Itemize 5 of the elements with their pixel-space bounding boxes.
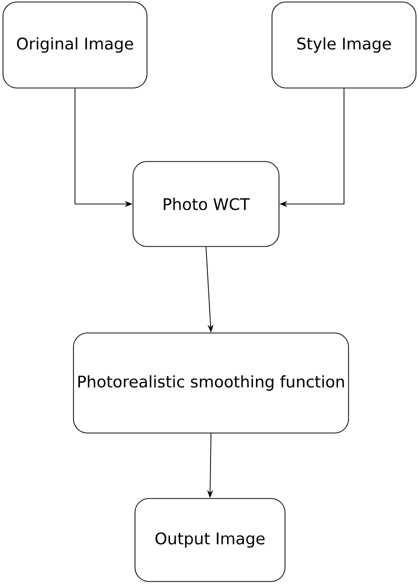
- process-box: Style Image: [272, 2, 416, 88]
- process-box: Original Image: [2, 2, 148, 88]
- process-box: Output Image: [134, 498, 286, 582]
- process-box: Photo WCT: [132, 161, 280, 247]
- process-box: Photorealistic smoothing function: [73, 332, 349, 434]
